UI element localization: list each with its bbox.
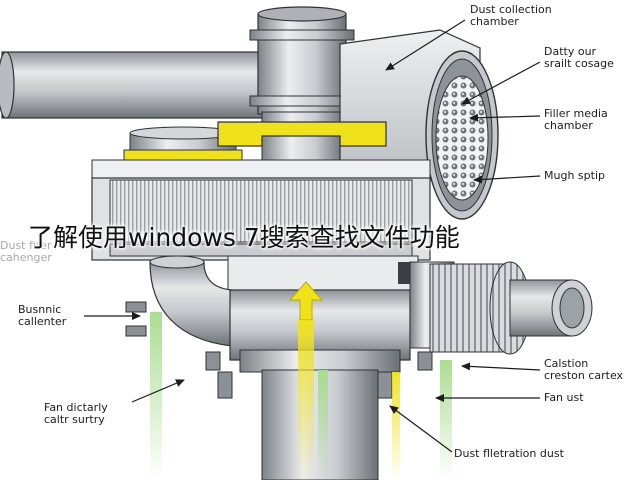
fan-motor	[409, 261, 593, 355]
label-fan-ust: Fan ust	[544, 391, 584, 404]
label-fan-delivery-outlet: Fan dictarly caltr surtry	[44, 401, 108, 426]
label-dust-filtration-dust: Dust flletration dust	[454, 447, 564, 460]
label-dust-fiter-changer: Dust fiter cahenger	[0, 239, 52, 264]
elbow-pipe	[149, 255, 233, 347]
label-caution-carter: Calstion creston cartex	[544, 357, 624, 382]
yellow-seal-ring	[217, 121, 387, 147]
filter-housing	[91, 159, 431, 291]
label-dust-outlet-cover: Datty our srailt cosage	[544, 45, 614, 70]
label-mugh-sptip: Mugh sptip	[544, 169, 605, 182]
label-buss-collector: Busnnic callenter	[18, 303, 67, 328]
label-dust-collection-chamber: Dust collection chamber	[470, 3, 552, 28]
top-chimney	[249, 6, 355, 165]
overlay-caption: 了解使用windows 7搜索查找文件功能	[28, 223, 460, 252]
airflow-indicators	[150, 281, 452, 480]
leader-lines	[84, 19, 541, 453]
label-filter-media-chamber: Filler media chamber	[544, 107, 608, 132]
inlet-pipe	[0, 51, 265, 119]
